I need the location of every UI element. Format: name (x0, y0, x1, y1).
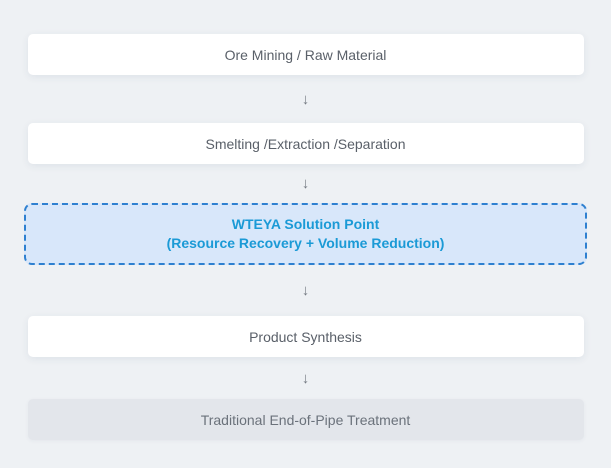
flow-step-label: Smelting /Extraction /Separation (205, 135, 406, 152)
flow-step-title: WTEYA Solution Point (231, 216, 380, 232)
flow-step-ore-mining: Ore Mining / Raw Material (27, 34, 584, 75)
down-arrow-icon: ↓ (301, 369, 310, 387)
arrow-gap: ↓ (302, 357, 310, 399)
down-arrow-icon: ↓ (301, 282, 310, 299)
flow-step-product-synthesis: Product Synthesis (27, 316, 584, 357)
flow-step-label: Product Synthesis (249, 328, 362, 345)
down-arrow-icon: ↓ (301, 90, 310, 108)
flow-column: Ore Mining / Raw Material ↓ Smelting /Ex… (0, 34, 611, 440)
flow-step-smelting-extraction-separation: Smelting /Extraction /Separation (27, 123, 584, 164)
down-arrow-icon: ↓ (301, 175, 310, 192)
flow-step-end-of-pipe-treatment: Traditional End-of-Pipe Treatment (27, 399, 584, 440)
flow-step-wteya-solution-point: WTEYA Solution Point (Resource Recovery … (24, 203, 587, 265)
arrow-gap: ↓ (302, 164, 310, 203)
arrow-gap: ↓ (302, 75, 310, 123)
flow-step-label: Ore Mining / Raw Material (224, 46, 387, 63)
flow-step-label: Traditional End-of-Pipe Treatment (200, 411, 411, 428)
arrow-gap: ↓ (302, 265, 310, 316)
flow-step-subtitle: (Resource Recovery + Volume Reduction) (166, 235, 445, 251)
